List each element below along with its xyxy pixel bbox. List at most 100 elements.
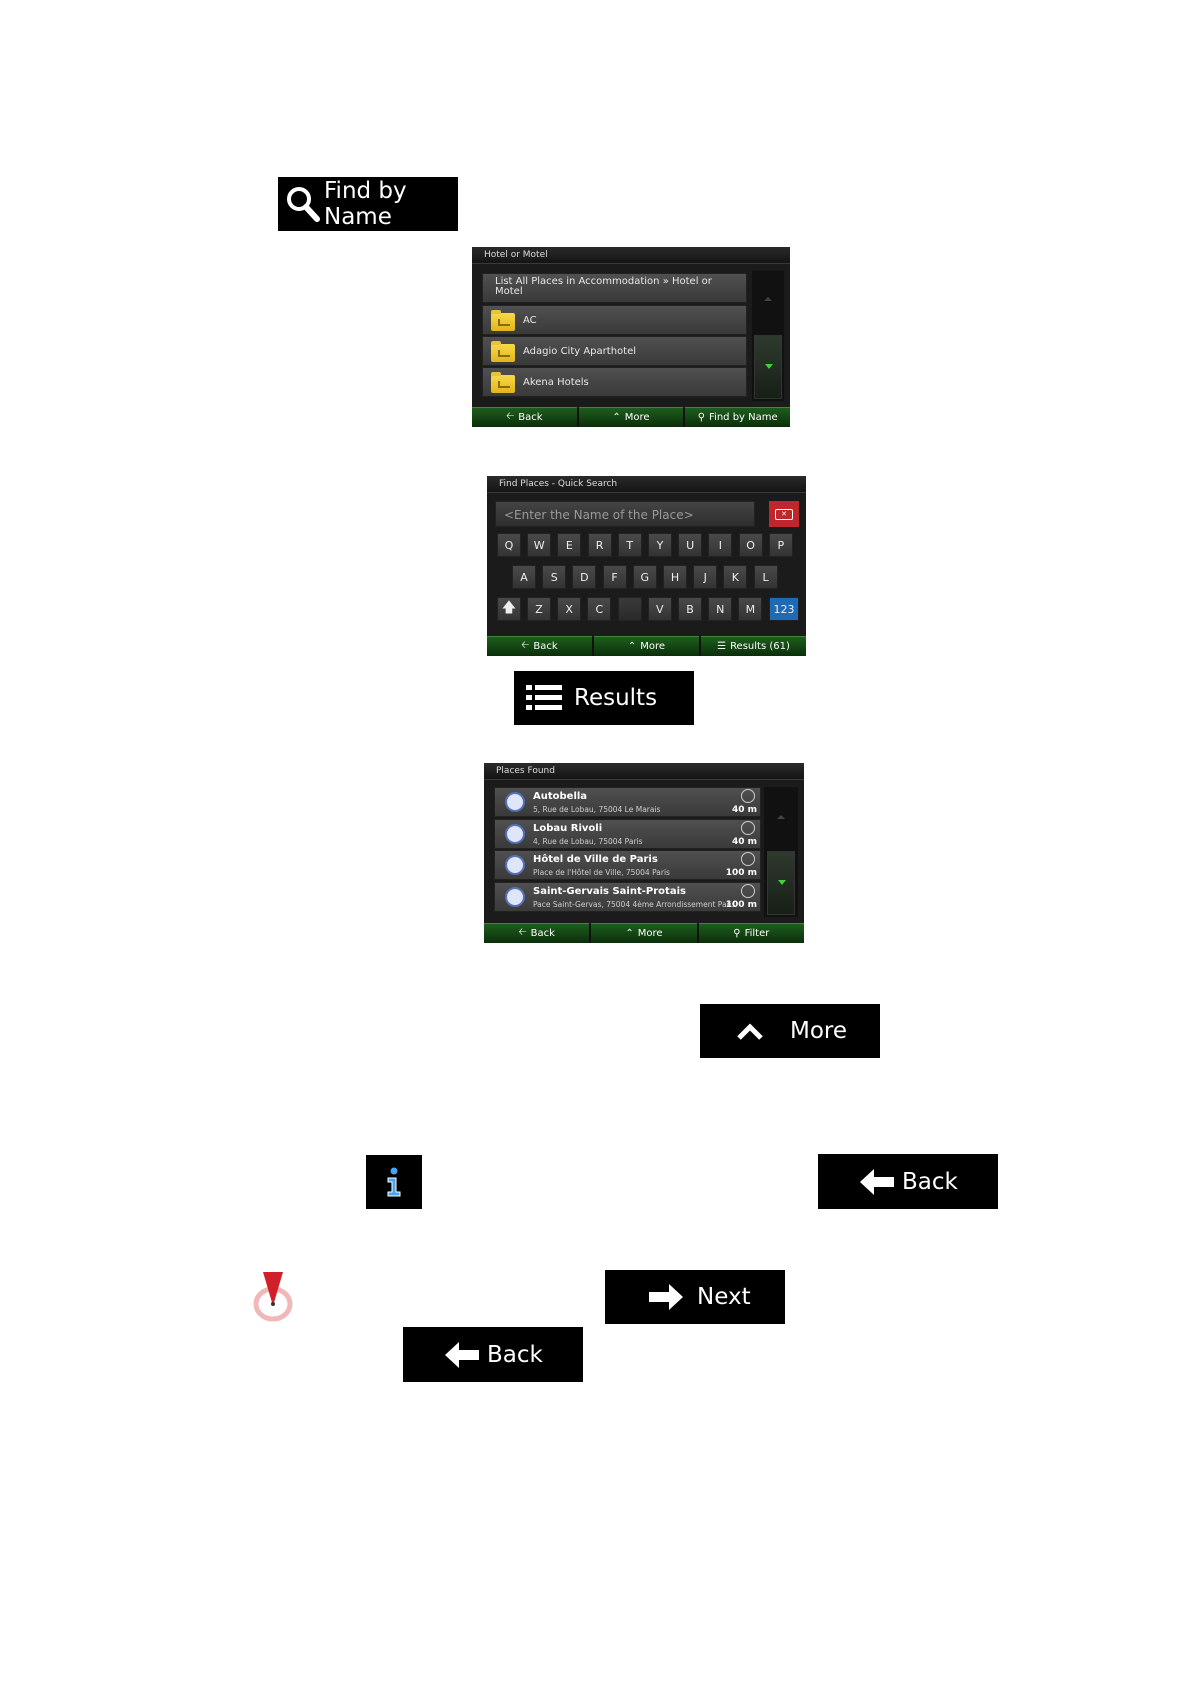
more-button[interactable]: ⌃More xyxy=(578,407,684,427)
list-item-label: List All Places in Accommodation » Hotel… xyxy=(495,276,712,297)
quick-search-screen: Find Places - Quick Search <Enter the Na… xyxy=(487,476,806,656)
space-key[interactable] xyxy=(617,597,642,621)
find-by-name-label: Find by Name xyxy=(324,178,407,230)
back-label: Back xyxy=(487,1341,543,1368)
back-label: Back xyxy=(902,1168,958,1195)
results-button[interactable]: Results xyxy=(514,671,694,725)
key-i[interactable]: I xyxy=(708,533,733,557)
list-item[interactable]: Autobella 5, Rue de Lobau, 75004 Le Marai… xyxy=(494,787,761,817)
list-icon: ☰ xyxy=(717,641,727,652)
key-a[interactable]: A xyxy=(512,565,536,589)
key-v[interactable]: V xyxy=(647,597,672,621)
screen-title: Hotel or Motel xyxy=(472,247,790,264)
key-r[interactable]: R xyxy=(587,533,612,557)
key-s[interactable]: S xyxy=(542,565,567,589)
key-x[interactable]: X xyxy=(557,597,582,621)
key-n[interactable]: N xyxy=(708,597,733,621)
scroll-down-button[interactable] xyxy=(754,335,782,399)
place-distance: 40 m xyxy=(731,805,757,815)
list-item[interactable]: AC xyxy=(482,305,747,335)
back-button[interactable]: 🡠Back xyxy=(484,923,590,943)
key-m[interactable]: M xyxy=(738,597,763,621)
key-b[interactable]: B xyxy=(678,597,702,621)
filter-button[interactable]: ⚲Filter xyxy=(698,923,804,943)
find-by-name-button[interactable]: ⚲Find by Name xyxy=(685,407,790,427)
compass-icon xyxy=(741,789,755,803)
car-pin-icon xyxy=(505,792,525,812)
list-all-places-item[interactable]: List All Places in Accommodation » Hotel… xyxy=(482,273,747,303)
screen-title: Find Places - Quick Search xyxy=(487,476,806,493)
arrow-left-icon xyxy=(858,1167,896,1197)
place-address: 5, Rue de Lobau, 75004 Le Marais xyxy=(533,805,661,814)
chevron-down-icon xyxy=(778,880,786,885)
bottom-bar: 🡠Back ⌃More ⚲Find by Name xyxy=(472,407,790,427)
key-t[interactable]: T xyxy=(617,533,642,557)
building-pin-icon xyxy=(505,855,525,875)
map-pin-icon xyxy=(253,1270,293,1322)
place-distance: 40 m xyxy=(731,836,757,847)
back-button[interactable]: Back xyxy=(403,1327,583,1382)
next-label: Next xyxy=(697,1284,751,1310)
arrow-left-icon: 🡠 xyxy=(506,411,515,422)
hotel-list-screen: Hotel or Motel List All Places in Accomm… xyxy=(472,247,790,427)
key-o[interactable]: O xyxy=(738,533,763,557)
church-pin-icon xyxy=(505,886,525,907)
chevron-down-icon xyxy=(765,364,773,369)
key-k[interactable]: K xyxy=(723,565,748,589)
find-by-name-button[interactable]: Find by Name xyxy=(278,177,458,231)
key-p[interactable]: P xyxy=(768,533,793,557)
scrollbar[interactable] xyxy=(764,787,798,917)
list-icon xyxy=(526,683,562,713)
search-input[interactable]: <Enter the Name of the Place> xyxy=(495,501,755,527)
scroll-up-icon[interactable] xyxy=(777,815,785,819)
key-q[interactable]: Q xyxy=(497,533,521,557)
key-u[interactable]: U xyxy=(678,533,703,557)
parking-pin-icon xyxy=(505,823,525,844)
info-button[interactable] xyxy=(366,1155,422,1209)
place-distance: 100 m xyxy=(725,899,757,910)
arrow-up-icon: 🡅 xyxy=(501,600,517,616)
place-address: Pace Saint-Gervas, 75004 4ème Arrondisse… xyxy=(533,899,736,909)
bottom-bar: 🡠Back ⌃More ⚲Filter xyxy=(484,923,804,943)
key-d[interactable]: D xyxy=(572,565,597,589)
key-j[interactable]: J xyxy=(693,565,718,589)
backspace-icon: ✕ xyxy=(775,508,793,520)
key-f[interactable]: F xyxy=(602,565,627,589)
compass-icon xyxy=(741,852,755,866)
results-label: Results xyxy=(574,685,658,711)
numbers-key[interactable]: 123 xyxy=(769,597,799,621)
results-button[interactable]: ☰Results (61) xyxy=(701,636,806,656)
key-w[interactable]: W xyxy=(527,533,552,557)
delete-button[interactable]: ✕ xyxy=(769,501,799,527)
list-item[interactable]: Akena Hotels xyxy=(482,367,747,397)
shift-key[interactable]: 🡅 xyxy=(497,597,521,621)
list-item[interactable]: Adagio City Aparthotel xyxy=(482,336,747,366)
more-button[interactable]: ⌃More xyxy=(594,636,699,656)
scroll-up-icon[interactable] xyxy=(764,297,772,301)
place-name: Autobella xyxy=(533,791,588,802)
back-button[interactable]: 🡠Back xyxy=(472,407,577,427)
folder-icon xyxy=(491,341,515,362)
key-c[interactable]: C xyxy=(587,597,612,621)
key-y[interactable]: Y xyxy=(648,533,672,557)
key-l[interactable]: L xyxy=(753,565,778,589)
key-h[interactable]: H xyxy=(663,565,687,589)
search-icon: ⚲ xyxy=(733,928,741,939)
more-label: More xyxy=(790,1018,848,1044)
list-item-label: Adagio City Aparthotel xyxy=(523,346,636,357)
place-name: Hôtel de Ville de Paris xyxy=(533,854,658,865)
key-e[interactable]: E xyxy=(557,533,582,557)
more-button[interactable]: More xyxy=(700,1004,880,1058)
scroll-down-button[interactable] xyxy=(767,851,795,915)
scrollbar[interactable] xyxy=(752,271,784,401)
key-z[interactable]: Z xyxy=(527,597,551,621)
search-icon: ⚲ xyxy=(697,412,706,423)
more-button[interactable]: ⌃More xyxy=(591,923,697,943)
back-button[interactable]: 🡠Back xyxy=(487,636,592,656)
next-button[interactable]: Next xyxy=(605,1270,785,1324)
back-button[interactable]: Back xyxy=(818,1154,998,1209)
key-g[interactable]: G xyxy=(632,565,657,589)
